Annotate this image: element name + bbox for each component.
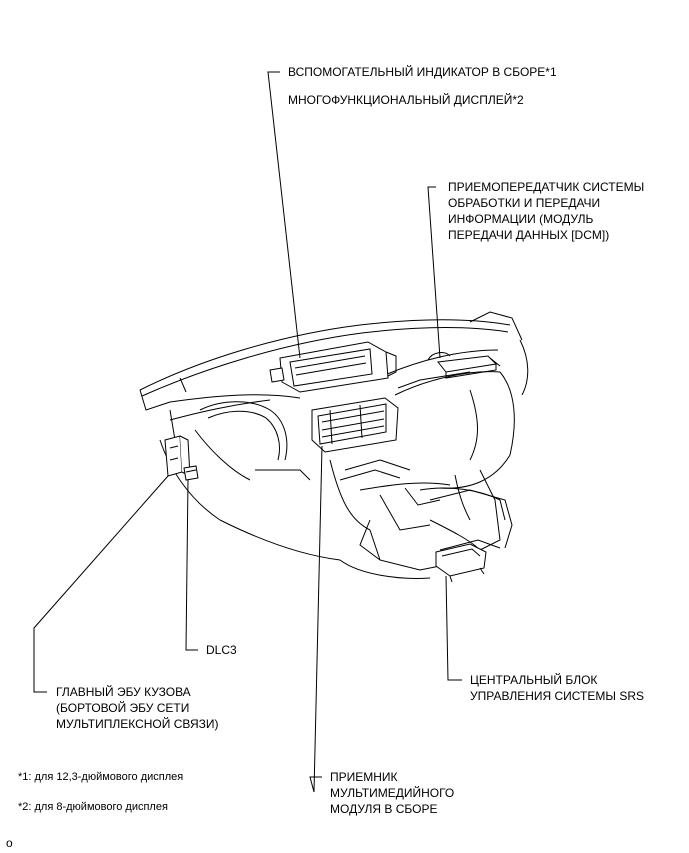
rear-console-outline bbox=[430, 490, 512, 550]
multimedia-receiver-part bbox=[312, 398, 398, 452]
leader-radio bbox=[310, 446, 322, 792]
dlc3-part bbox=[184, 466, 198, 480]
leader-dlc3 bbox=[186, 480, 198, 650]
dashboard-top-outline bbox=[140, 312, 522, 410]
label-dlc3: DLC3 bbox=[206, 643, 237, 657]
dcm-part bbox=[428, 353, 500, 378]
label-srs-unit: ЦЕНТРАЛЬНЫЙ БЛОК УПРАВЛЕНИЯ СИСТЕМЫ SRS bbox=[470, 673, 645, 703]
aux-indicator-part bbox=[270, 342, 396, 392]
leader-body-ecu bbox=[34, 476, 168, 692]
label-aux-indicator: ВСПОМОГАТЕЛЬНЫЙ ИНДИКАТОР В СБОРЕ*1 bbox=[288, 65, 557, 79]
label-multifunction-display: МНОГОФУНКЦИОНАЛЬНЫЙ ДИСПЛЕЙ*2 bbox=[288, 93, 524, 107]
leader-srs bbox=[446, 576, 462, 680]
label-multimedia-receiver: ПРИЕМНИК МУЛЬТИМЕДИЙНОГО МОДУЛЯ В СБОРЕ bbox=[330, 770, 455, 816]
corner-mark: o bbox=[6, 836, 13, 850]
srs-unit-part bbox=[436, 544, 486, 582]
steering-area-outline bbox=[160, 402, 340, 560]
leader-dcm bbox=[428, 187, 440, 358]
footnote-1: *1: для 12,3-дюймового дисплея bbox=[18, 771, 184, 783]
leader-aux-indicator bbox=[268, 72, 300, 358]
footnote-2: *2: для 8-дюймового дисплея bbox=[18, 801, 168, 813]
label-main-body-ecu: ГЛАВНЫЙ ЭБУ КУЗОВА (БОРТОВОЙ ЭБУ СЕТИ МУ… bbox=[56, 685, 219, 731]
label-dcm: ПРИЕМОПЕРЕДАТЧИК СИСТЕМЫ ОБРАБОТКИ И ПЕР… bbox=[448, 180, 645, 242]
